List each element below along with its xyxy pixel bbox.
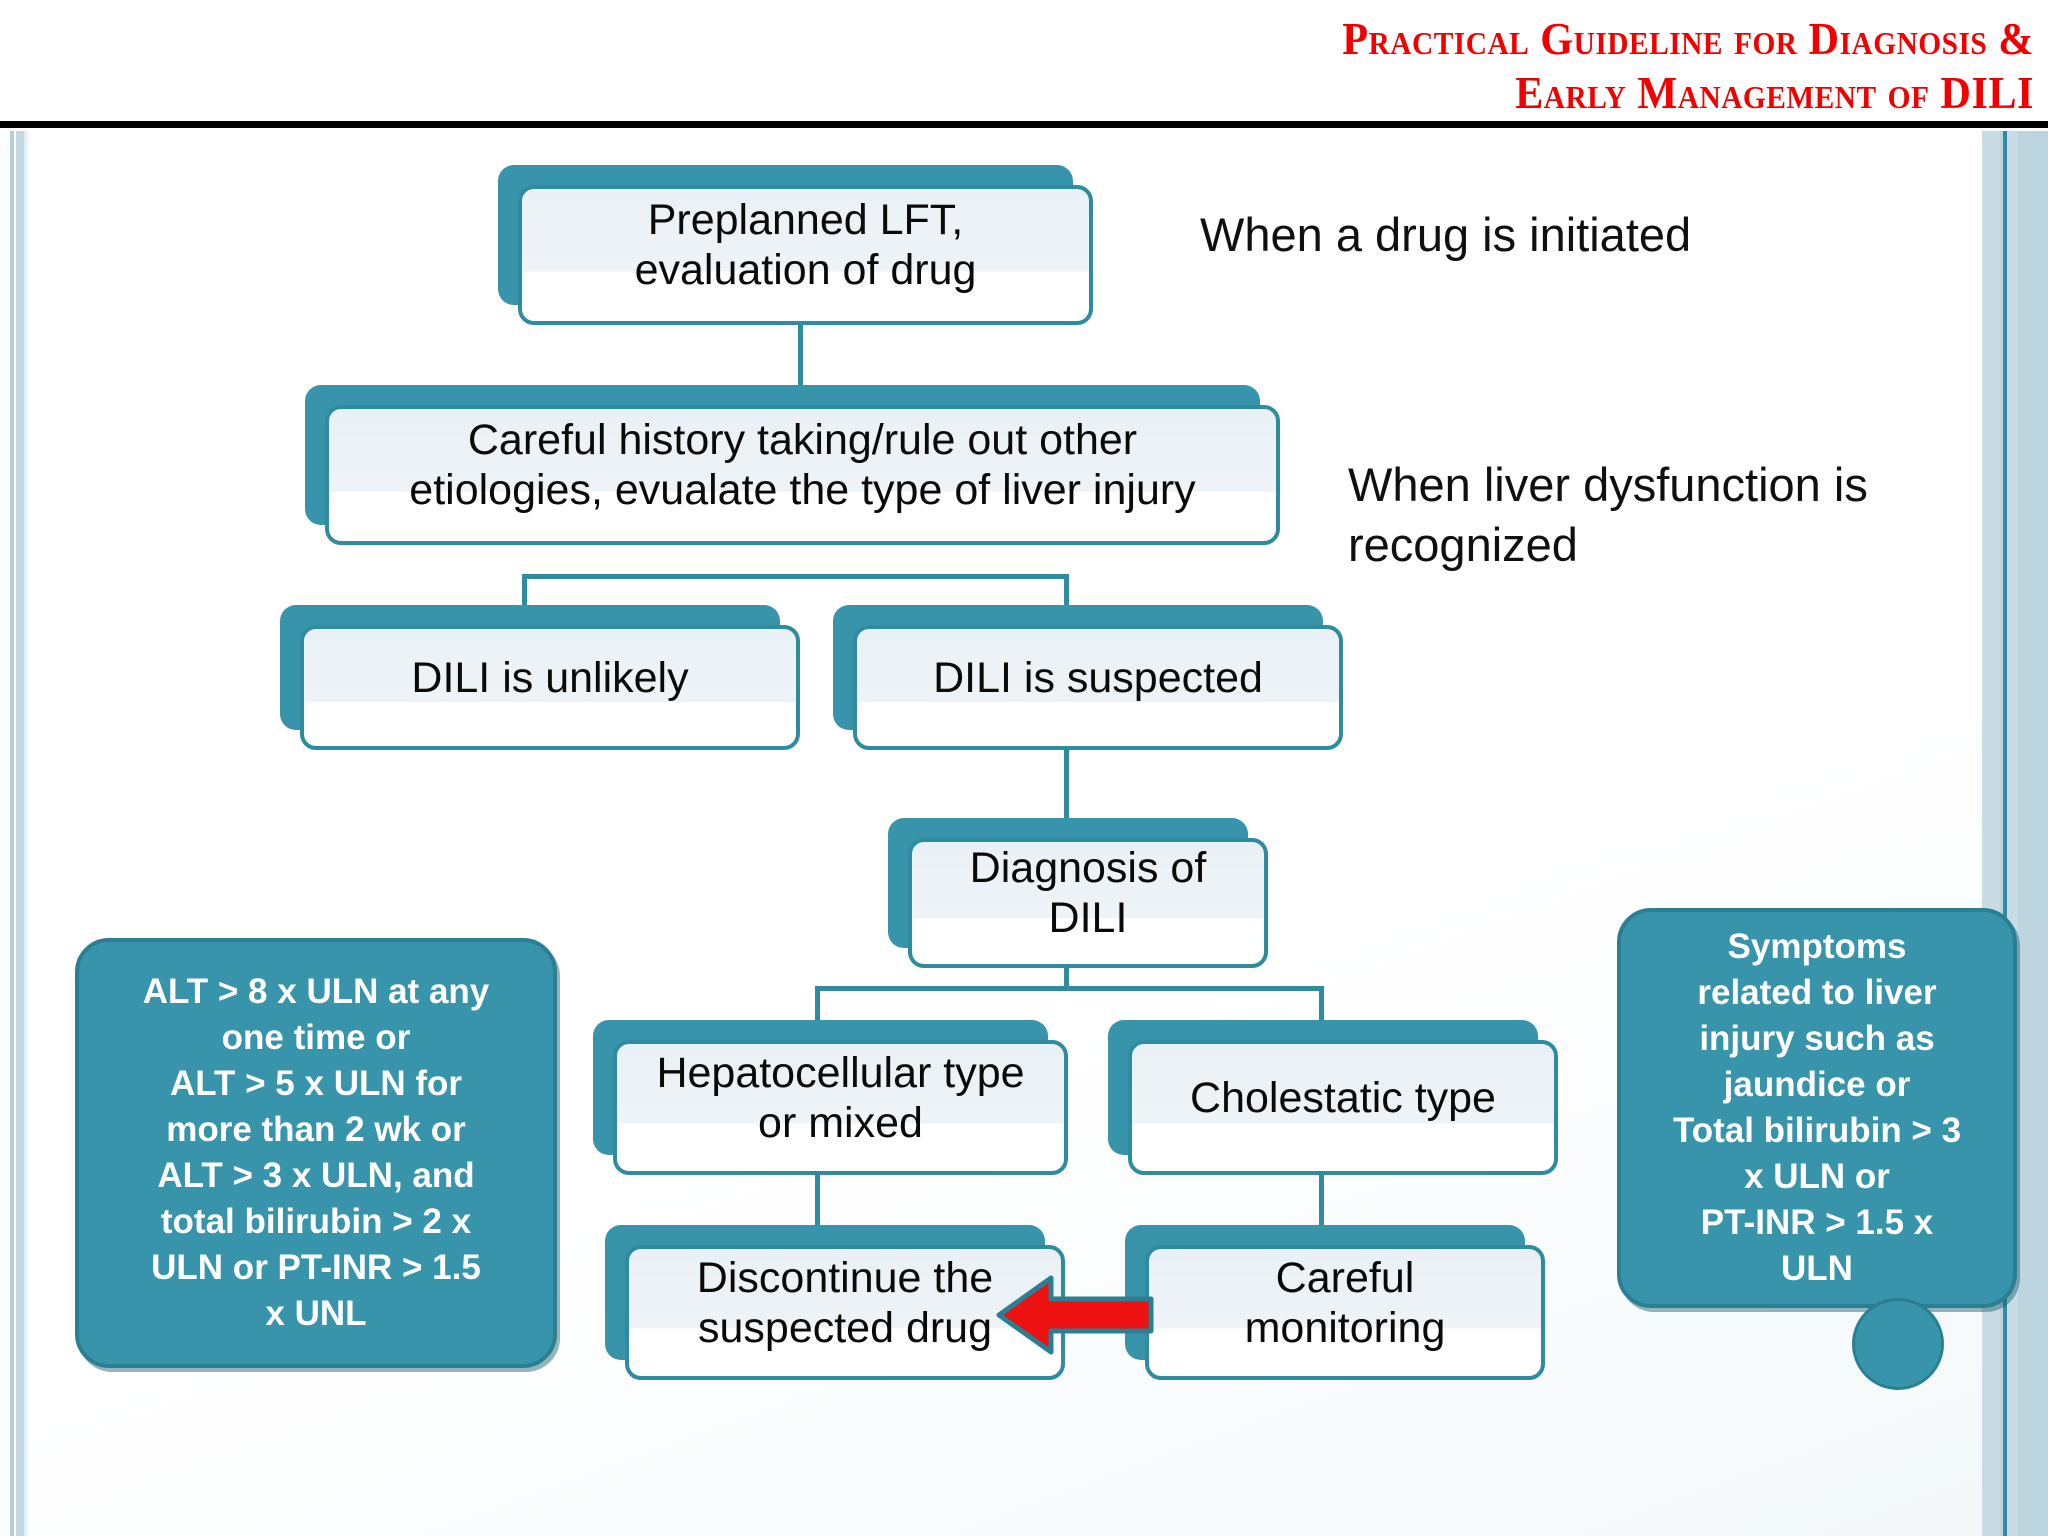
callout-text: ALT > 8 x ULN at any one time or ALT > 5…	[142, 972, 490, 1333]
left-stripe-inner	[24, 131, 30, 1536]
node-label: Preplanned LFT, evaluation of drug	[634, 196, 977, 294]
callout-text: Symptoms related to liver injury such as…	[1672, 927, 1962, 1288]
left-stripe-outer	[10, 131, 14, 1536]
connector-to-cholestatic	[1319, 986, 1324, 1024]
node-hepatocellular-type[interactable]: Hepatocellular type or mixed	[593, 1020, 1068, 1175]
connector-diagnosis-split-bar	[815, 986, 1324, 991]
connector-to-unlikely	[522, 574, 527, 612]
connector-to-suspected	[1064, 574, 1069, 612]
connector-history-split-bar	[522, 574, 1069, 579]
red-arrow-icon	[995, 1270, 1155, 1360]
node-face: Careful history taking/rule out other et…	[325, 405, 1280, 545]
page-title: Practical Guideline for Diagnosis & Earl…	[1342, 13, 2034, 118]
node-face: Discontinue the suspected drug	[625, 1245, 1065, 1380]
right-band-pale	[2018, 131, 2036, 1536]
connector-suspected-to-diagnosis	[1064, 740, 1069, 830]
node-face: Careful monitoring	[1145, 1245, 1545, 1380]
left-stripe-mid	[16, 131, 24, 1536]
node-label: Careful monitoring	[1244, 1253, 1446, 1352]
node-face: Hepatocellular type or mixed	[613, 1040, 1068, 1175]
node-dili-unlikely[interactable]: DILI is unlikely	[280, 605, 800, 750]
node-face: Diagnosis of DILI	[908, 838, 1268, 968]
node-label: DILI is suspected	[933, 653, 1263, 702]
node-preplanned-lft[interactable]: Preplanned LFT, evaluation of drug	[498, 165, 1093, 325]
note-when-drug-initiated: When a drug is initiated	[1200, 208, 1692, 261]
note-when-liver-dysfunction: When liver dysfunction is recognized	[1348, 458, 1868, 571]
node-discontinue-drug[interactable]: Discontinue the suspected drug	[605, 1225, 1065, 1380]
node-label: DILI is unlikely	[411, 653, 689, 702]
connector-to-hepatocellular	[815, 986, 820, 1024]
node-diagnosis-of-dili[interactable]: Diagnosis of DILI	[888, 818, 1268, 968]
right-band-edge	[2007, 131, 2018, 1536]
node-face: DILI is suspected	[853, 625, 1343, 750]
node-label: Careful history taking/rule out other et…	[409, 416, 1196, 514]
node-label: Discontinue the suspected drug	[696, 1253, 994, 1352]
right-band-inner	[1982, 131, 2000, 1536]
node-cholestatic-type[interactable]: Cholestatic type	[1108, 1020, 1558, 1175]
callout-alt-criteria[interactable]: ALT > 8 x ULN at any one time or ALT > 5…	[75, 938, 557, 1368]
node-label: Hepatocellular type or mixed	[656, 1048, 1025, 1147]
node-face: Preplanned LFT, evaluation of drug	[518, 185, 1093, 325]
node-face: DILI is unlikely	[300, 625, 800, 750]
node-label: Diagnosis of DILI	[969, 844, 1207, 942]
connector-cholestatic-to-monitoring	[1319, 1160, 1324, 1235]
callout-tail-circle	[1852, 1298, 1944, 1390]
node-face: Cholestatic type	[1128, 1040, 1558, 1175]
slide-header: Practical Guideline for Diagnosis & Earl…	[0, 0, 2048, 128]
connector-preplanned-to-history	[798, 258, 803, 393]
node-careful-history[interactable]: Careful history taking/rule out other et…	[305, 385, 1280, 545]
callout-symptoms-criteria[interactable]: Symptoms related to liver injury such as…	[1617, 908, 2017, 1308]
connector-hepatocellular-to-discontinue	[815, 1160, 820, 1235]
node-careful-monitoring[interactable]: Careful monitoring	[1125, 1225, 1545, 1380]
right-band-accent-line	[2003, 131, 2007, 1536]
node-dili-suspected[interactable]: DILI is suspected	[833, 605, 1343, 750]
node-label: Cholestatic type	[1190, 1073, 1496, 1122]
